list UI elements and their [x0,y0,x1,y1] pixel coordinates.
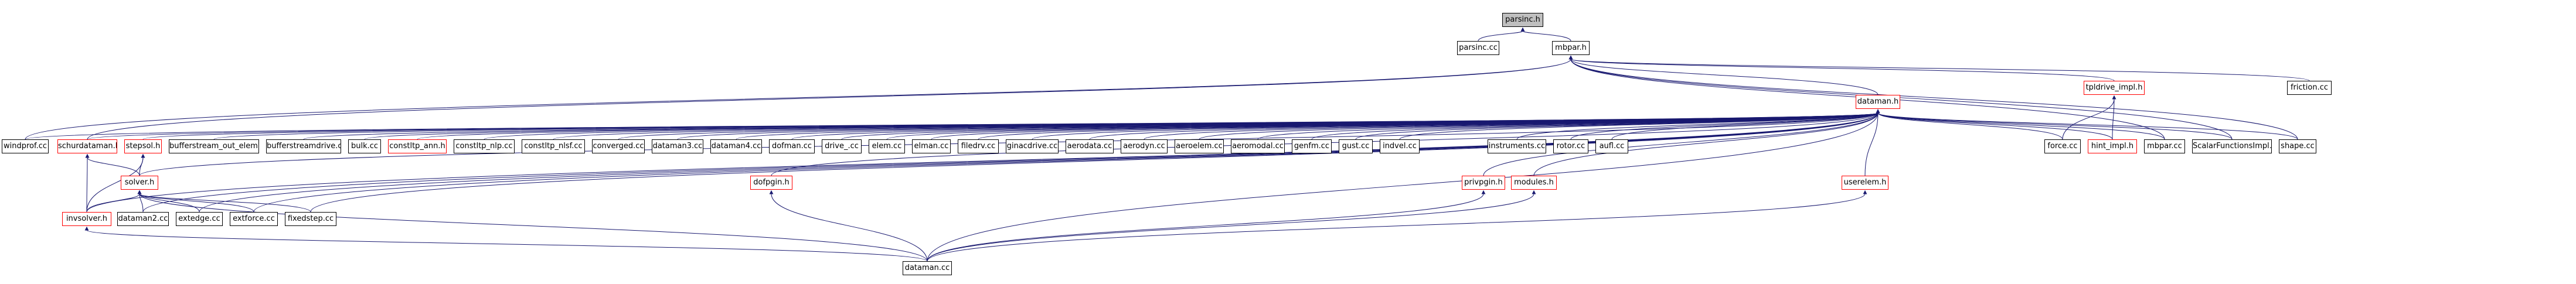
edge-dataman2-cc-to-solver-h [137,190,144,213]
node-converged-cc[interactable]: converged.cc [592,139,645,153]
edge-fixedstep-cc-to-solver-h [137,190,311,213]
node-userelem-h[interactable]: userelem.h [1842,176,1888,190]
edge-schurdataman-h-to-mbpar-h [87,55,1573,140]
edge-dataman-cc-to-dofpgin-h [769,190,928,262]
edge-modules-h-to-dataman-h [1533,109,1880,176]
node-aufl-cc[interactable]: aufl.cc [1595,139,1628,153]
node-windprof-cc[interactable]: windprof.cc [2,139,49,153]
edge-dataman-cc-to-invsolver-h [84,226,928,262]
node-extforce-cc[interactable]: extforce.cc [230,212,278,226]
node-mbpar-cc[interactable]: mbpar.cc [2144,139,2185,153]
node-tpldrive-impl-h[interactable]: tpldrive_impl.h [2084,81,2145,95]
node-privpgin-h[interactable]: privpgin.h [1462,176,1505,190]
edge-hint-impl-h-to-tpldrive-impl-h [2112,95,2116,140]
edge-rotor-cc-to-dataman-h [1570,109,1880,140]
node-dofpgin-h[interactable]: dofpgin.h [750,176,792,190]
node-filedrv-cc[interactable]: filedrv.cc [958,139,999,153]
edge-force-cc-to-dataman-h [1876,109,2063,140]
node-elem-cc[interactable]: elem.cc [869,139,905,153]
node-dataman-cc[interactable]: dataman.cc [903,261,952,275]
node-constltp-nlp-cc[interactable]: constltp_nlp.cc [454,139,515,153]
edge-dataman-h-to-mbpar-h [1568,55,1879,95]
node-extedge-cc[interactable]: extedge.cc [176,212,223,226]
node-gust-cc[interactable]: gust.cc [1339,139,1373,153]
edge-dataman-cc-to-solver-h [137,190,928,262]
node-fixedstep-cc[interactable]: fixedstep.cc [285,212,336,226]
node-dataman4-cc[interactable]: dataman4.cc [710,139,762,153]
node-dataman-h[interactable]: dataman.h [1856,95,1900,109]
node-elman-cc[interactable]: elman.cc [912,139,951,153]
edge-fixedstep-cc-to-dataman-h [310,109,1880,213]
edge-hint-impl-h-to-dataman-h [1876,109,2113,140]
edge-dataman-cc-to-userelem-h [927,190,1867,262]
node-indvel-cc[interactable]: indvel.cc [1380,139,1420,153]
node-genfm-cc[interactable]: genfm.cc [1292,139,1332,153]
node-mbpar-h[interactable]: mbpar.h [1552,41,1590,55]
edge-shape-cc-to-mbpar-h [1568,55,2298,140]
node-instruments-cc[interactable]: instruments.cc [1488,139,1546,153]
node-dataman2-cc[interactable]: dataman2.cc [117,212,169,226]
edge-dataman-cc-to-privpgin-h [927,190,1486,262]
edge-dataman-cc-to-modules-h [927,190,1536,262]
edge-invsolver-h-to-stepsol-h [86,153,145,213]
node-schurdataman-h[interactable]: schurdataman.h [57,139,117,153]
node-solver-h[interactable]: solver.h [121,176,158,190]
edge-extedge-cc-to-solver-h [137,190,200,213]
edge-extforce-cc-to-solver-h [137,190,254,213]
node-stepsol-h[interactable]: stepsol.h [124,139,162,153]
edge-userelem-h-to-dataman-h [1864,109,1880,176]
node-ginacdrive-cc[interactable]: ginacdrive.cc [1006,139,1059,153]
edge-aufl-cc-to-dataman-h [1611,109,1880,140]
node-parsinc-cc[interactable]: parsinc.cc [1457,41,1499,55]
node-constltp-ann-h[interactable]: constltp_ann.h [388,139,447,153]
node-hint-impl-h[interactable]: hint_impl.h [2088,139,2137,153]
edge-dataman-cc-to-dataman-h [927,109,1880,262]
node-bufferstream-out-elem-cc[interactable]: bufferstream_out_elem.cc [169,139,259,153]
node-rotor-cc[interactable]: rotor.cc [1553,139,1588,153]
node-bufferstreamdrive-cc[interactable]: bufferstreamdrive.cc [266,139,341,153]
edge-mbpar-cc-to-dataman-h [1876,109,2165,140]
node-drive-cc[interactable]: drive_.cc [822,139,862,153]
node-parsinc-h: parsinc.h [1502,13,1543,27]
edge-solver-h-to-schurdataman-h [85,153,140,176]
node-shape-cc[interactable]: shape.cc [2279,139,2316,153]
node-aeroelem-cc[interactable]: aeroelem.cc [1175,139,1224,153]
edge-force-cc-to-tpldrive-impl-h [2062,95,2116,140]
edge-privpgin-h-to-dataman-h [1483,109,1880,176]
edge-shape-cc-to-dataman-h [1876,109,2298,140]
edge-friction-cc-to-mbpar-h [1568,55,2310,81]
node-friction-cc[interactable]: friction.cc [2287,81,2332,95]
edge-scalarfunctionsimpl-cc-to-mbpar-h [1568,55,2233,140]
edge-mbpar-h-to-parsinc-h [1520,27,1571,42]
edge-instruments-cc-to-dataman-h [1516,109,1880,140]
edge-invsolver-h-to-solver-h [86,190,142,213]
edge-indvel-cc-to-dataman-h [1399,109,1880,140]
node-dofman-cc[interactable]: dofman.cc [769,139,815,153]
edge-parsinc-cc-to-parsinc-h [1478,27,1525,42]
node-dataman3-cc[interactable]: dataman3.cc [652,139,703,153]
edge-tpldrive-impl-h-to-mbpar-h [1568,55,2115,81]
node-aerodata-cc[interactable]: aerodata.cc [1066,139,1114,153]
node-modules-h[interactable]: modules.h [1511,176,1557,190]
node-scalarfunctionsimpl-cc[interactable]: ScalarFunctionsImpl.cc [2192,139,2272,153]
node-invsolver-h[interactable]: invsolver.h [62,212,111,226]
edge-scalarfunctionsimpl-cc-to-dataman-h [1876,109,2233,140]
node-aeromodal-cc[interactable]: aeromodal.cc [1231,139,1285,153]
node-bulk-cc[interactable]: bulk.cc [348,139,381,153]
node-aerodyn-cc[interactable]: aerodyn.cc [1121,139,1168,153]
node-force-cc[interactable]: force.cc [2044,139,2081,153]
node-constltp-nlsf-cc[interactable]: constltp_nlsf.cc [522,139,585,153]
